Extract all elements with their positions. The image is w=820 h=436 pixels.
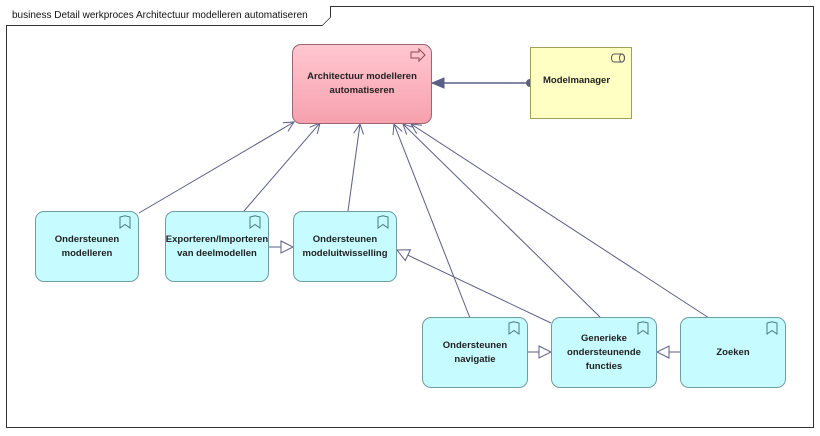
business-function-icon bbox=[508, 321, 520, 335]
node-architectuur-modelleren-automatiseren[interactable]: Architectuur modelleren automatiseren bbox=[292, 44, 432, 124]
relation-modeluitwisselling-to-main[interactable] bbox=[347, 124, 360, 212]
relation-generieke-specializes-modeluitwisselling[interactable] bbox=[397, 250, 552, 324]
business-function-icon bbox=[119, 215, 131, 229]
business-role-icon bbox=[611, 53, 625, 63]
node-label: Ondersteunen modelleren bbox=[54, 233, 120, 259]
diagram-frame bbox=[6, 6, 814, 428]
relation-modelleren-to-main[interactable] bbox=[138, 122, 294, 214]
node-zoeken[interactable]: Zoeken bbox=[680, 317, 786, 388]
frame-title-text: business Detail werkproces Architectuur … bbox=[12, 10, 308, 21]
node-label: Generieke ondersteunende functies bbox=[567, 332, 641, 372]
node-ondersteunen-modelleren[interactable]: Ondersteunen modelleren bbox=[35, 211, 139, 282]
business-function-icon bbox=[637, 321, 649, 335]
node-label: Ondersteunen modeluitwisselling bbox=[302, 233, 388, 259]
frame-tab-corner bbox=[320, 16, 331, 26]
diagram-frame-title: business Detail werkproces Architectuur … bbox=[6, 6, 331, 26]
business-function-icon bbox=[766, 321, 778, 335]
node-label: Architectuur modelleren automatiseren bbox=[307, 71, 417, 96]
node-modelmanager[interactable]: Modelmanager bbox=[530, 47, 632, 119]
node-ondersteunen-modeluitwisselling[interactable]: Ondersteunen modeluitwisselling bbox=[293, 211, 397, 282]
node-generieke-ondersteunende-functies[interactable]: Generieke ondersteunende functies bbox=[551, 317, 657, 388]
relation-exporteren-to-main[interactable] bbox=[243, 123, 320, 212]
node-label: Ondersteunen navigatie bbox=[442, 339, 508, 365]
node-label: Modelmanager bbox=[543, 75, 611, 86]
business-process-arrow-icon bbox=[410, 48, 426, 62]
business-function-icon bbox=[377, 215, 389, 229]
node-label: Zoeken bbox=[716, 346, 750, 358]
node-label: Exporteren/Importeren van deelmodellen bbox=[165, 233, 269, 259]
relation-generieke-to-main[interactable] bbox=[403, 124, 601, 318]
node-ondersteunen-navigatie[interactable]: Ondersteunen navigatie bbox=[422, 317, 528, 388]
relation-navigatie-to-main[interactable] bbox=[394, 124, 471, 319]
node-exporteren-importeren[interactable]: Exporteren/Importeren van deelmodellen bbox=[165, 211, 269, 282]
business-function-icon bbox=[249, 215, 261, 229]
relation-zoeken-to-main[interactable] bbox=[411, 124, 710, 319]
